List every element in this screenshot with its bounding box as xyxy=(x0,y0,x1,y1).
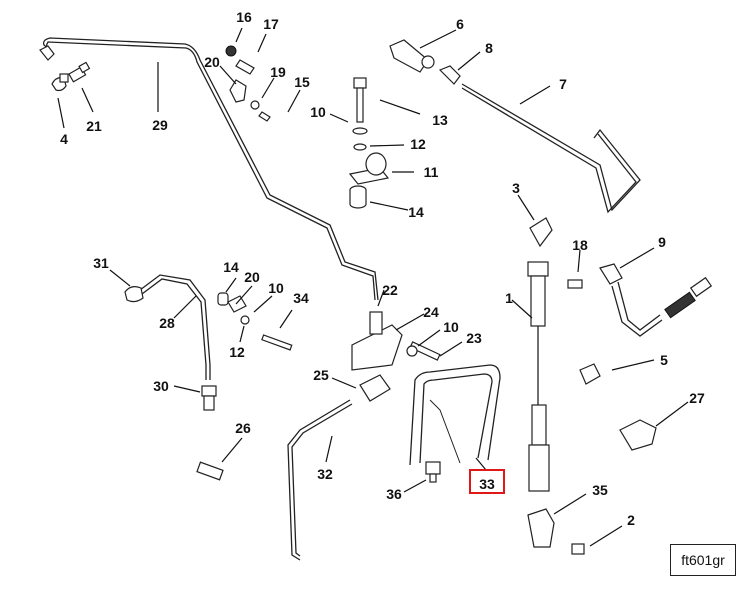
bracket-24 xyxy=(351,311,403,371)
bracket-assembly-left xyxy=(217,292,293,351)
callout-3[interactable]: 3 xyxy=(512,180,520,196)
callout-20-top[interactable]: 20 xyxy=(204,54,220,70)
callout-29[interactable]: 29 xyxy=(152,117,168,133)
fitting-26 xyxy=(196,461,224,481)
callout-14-top[interactable]: 14 xyxy=(408,204,424,220)
hose-1 xyxy=(527,217,553,492)
callout-7[interactable]: 7 xyxy=(559,76,567,92)
fitting-36 xyxy=(425,461,441,483)
fitting-21 xyxy=(68,61,91,83)
callout-25[interactable]: 25 xyxy=(313,367,329,383)
clamp-assembly xyxy=(348,77,390,209)
callout-12-left[interactable]: 12 xyxy=(229,344,245,360)
fitting-6 xyxy=(389,39,435,73)
callout-28[interactable]: 28 xyxy=(159,315,175,331)
hose-9 xyxy=(599,263,713,337)
callout-34[interactable]: 34 xyxy=(293,290,309,306)
callout-6[interactable]: 6 xyxy=(456,16,464,32)
callout-27[interactable]: 27 xyxy=(689,390,705,406)
tee-35 xyxy=(527,508,555,548)
callout-22[interactable]: 22 xyxy=(382,282,398,298)
tube-33 xyxy=(409,364,501,466)
plug-2 xyxy=(571,543,585,555)
callout-10-left[interactable]: 10 xyxy=(268,280,284,296)
callout-23[interactable]: 23 xyxy=(466,330,482,346)
fitting-4 xyxy=(51,73,69,92)
callout-18[interactable]: 18 xyxy=(572,237,588,253)
callout-26[interactable]: 26 xyxy=(235,420,251,436)
highlight-box xyxy=(469,469,505,494)
callout-36[interactable]: 36 xyxy=(386,486,402,502)
callout-17[interactable]: 17 xyxy=(263,16,279,32)
callout-30[interactable]: 30 xyxy=(153,378,169,394)
bracket-assembly-top xyxy=(225,45,271,122)
callout-4[interactable]: 4 xyxy=(60,131,68,147)
callout-20-left[interactable]: 20 xyxy=(244,269,260,285)
callout-16[interactable]: 16 xyxy=(236,9,252,25)
callout-1[interactable]: 1 xyxy=(505,290,513,306)
callout-35[interactable]: 35 xyxy=(592,482,608,498)
callout-10-mid[interactable]: 10 xyxy=(443,319,459,335)
callout-9[interactable]: 9 xyxy=(658,234,666,250)
callout-8[interactable]: 8 xyxy=(485,40,493,56)
fitting-18 xyxy=(567,279,583,289)
callout-13[interactable]: 13 xyxy=(432,112,448,128)
callout-12-top[interactable]: 12 xyxy=(410,136,426,152)
callout-32[interactable]: 32 xyxy=(317,466,333,482)
callout-19[interactable]: 19 xyxy=(270,64,286,80)
figure-id: ft601gr xyxy=(681,552,725,568)
tube-28 xyxy=(124,274,211,380)
elbow-27 xyxy=(619,419,657,451)
callout-5[interactable]: 5 xyxy=(660,352,668,368)
fitting-8 xyxy=(438,65,461,85)
tube-29 xyxy=(39,37,379,301)
clip-5 xyxy=(579,363,601,385)
callout-11[interactable]: 11 xyxy=(423,164,439,180)
callout-2[interactable]: 2 xyxy=(627,512,635,528)
callout-10-top[interactable]: 10 xyxy=(310,104,326,120)
bolt-23 xyxy=(406,341,441,361)
figure-id-box: ft601gr xyxy=(670,544,736,576)
tee-25 xyxy=(359,374,391,402)
callout-33[interactable]: 33 xyxy=(479,476,495,492)
callout-15[interactable]: 15 xyxy=(294,74,310,90)
callout-14-left[interactable]: 14 xyxy=(223,259,239,275)
tube-32 xyxy=(287,399,353,561)
callout-21[interactable]: 21 xyxy=(86,118,102,134)
callout-24[interactable]: 24 xyxy=(423,304,439,320)
callout-31[interactable]: 31 xyxy=(93,255,109,271)
tube-7 xyxy=(461,83,641,214)
fitting-30 xyxy=(201,385,217,411)
leader-arrows xyxy=(57,27,689,547)
